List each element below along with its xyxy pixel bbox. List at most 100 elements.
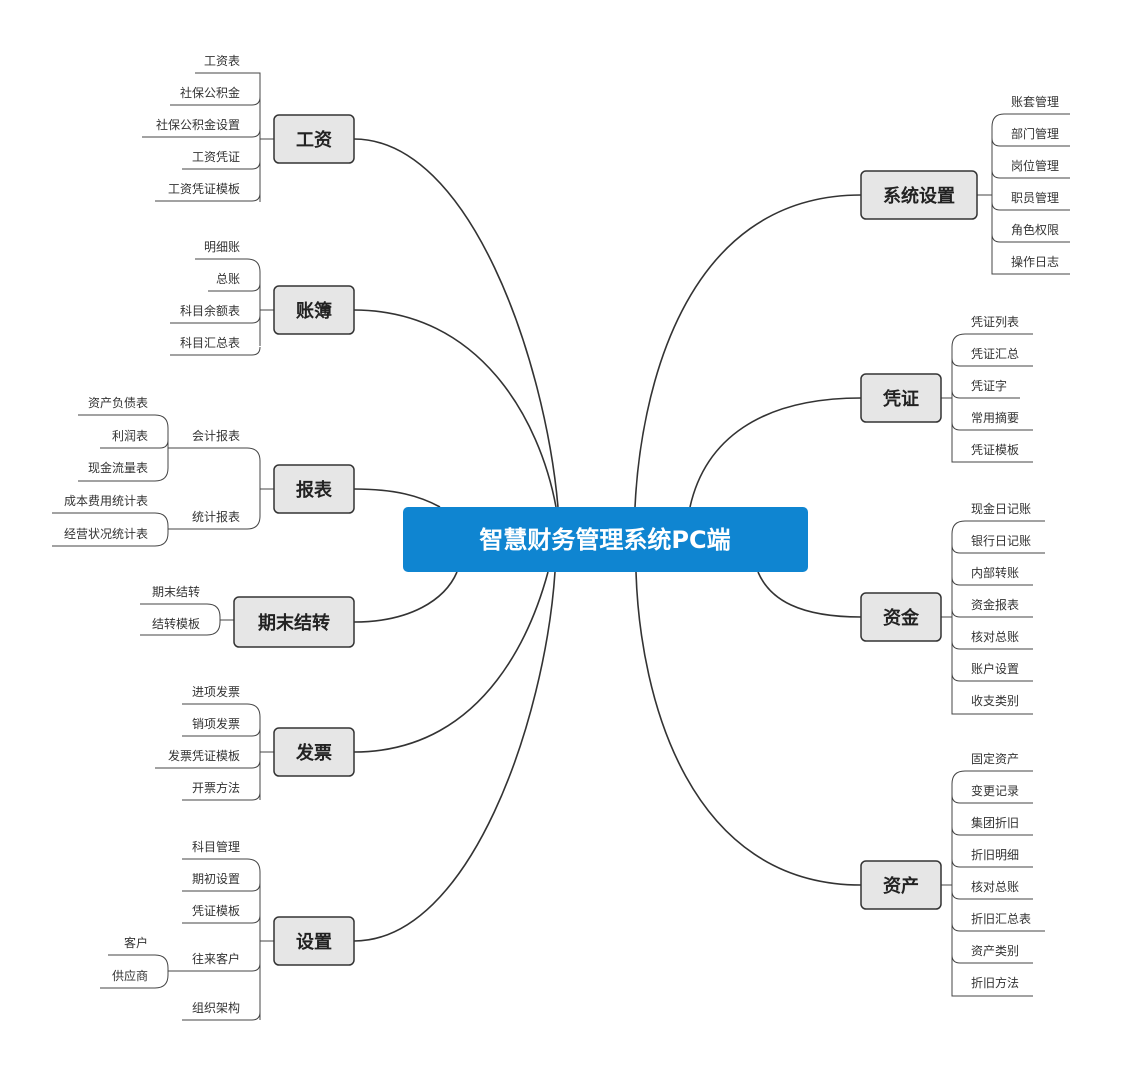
leaf-shezhi-2[interactable]: 期初设置	[192, 872, 240, 886]
leaf-baobiao-1[interactable]: 资产负债表	[88, 396, 148, 410]
leaf-shezhi-kehu[interactable]: 客户	[124, 935, 148, 950]
leaf-gongzi-4[interactable]: 工资凭证	[192, 149, 240, 164]
leaf-fapiao-4[interactable]: 开票方法	[192, 780, 240, 795]
leaf-pingzheng-2[interactable]: 凭证汇总	[971, 346, 1019, 361]
leaf-fapiao-2[interactable]: 销项发票	[192, 716, 240, 731]
branch-zijin: 现金日记账 银行日记账 内部转账 资金报表 核对总账 账户设置 收支类别 资金	[860, 501, 1045, 715]
branch-fapiao: 进项发票 销项发票 发票凭证模板 开票方法 发票	[155, 684, 355, 801]
topic-zichan[interactable]: 资产	[860, 860, 942, 910]
connector-fapiao	[353, 571, 549, 753]
topic-baobiao[interactable]: 报表	[273, 464, 355, 514]
branch-baobiao: 会计报表 统计报表 资产负债表 利润表 现金流量表 成本费用统计表 经营状况统计…	[52, 396, 355, 547]
central-topic-title: 智慧财务管理系统PC端	[479, 526, 730, 554]
leaf-xitong-2[interactable]: 部门管理	[1011, 126, 1059, 141]
branch-qimo: 期末结转 结转模板 期末结转	[140, 584, 355, 648]
topic-pingzheng-label: 凭证	[882, 388, 919, 410]
leaf-zijin-3[interactable]: 内部转账	[971, 565, 1019, 580]
leaf-pingzheng-1[interactable]: 凭证列表	[971, 314, 1019, 329]
topic-baobiao-label: 报表	[296, 479, 333, 501]
topic-qimo-label: 期末结转	[258, 612, 330, 634]
topic-zijin[interactable]: 资金	[860, 592, 942, 642]
leaf-zijin-1[interactable]: 现金日记账	[971, 501, 1031, 516]
leaf-xitong-6[interactable]: 操作日志	[1011, 254, 1059, 269]
topic-zhangbu[interactable]: 账簿	[273, 285, 355, 335]
leaf-baobiao-4[interactable]: 成本费用统计表	[64, 494, 148, 508]
topic-qimo[interactable]: 期末结转	[233, 596, 355, 648]
leaf-baobiao-3[interactable]: 现金流量表	[88, 460, 148, 475]
leaf-baobiao-2[interactable]: 利润表	[112, 429, 148, 443]
leaf-pingzheng-4[interactable]: 常用摘要	[971, 410, 1019, 425]
leaf-gongzi-3[interactable]: 社保公积金设置	[156, 117, 240, 132]
branch-pingzheng: 凭证列表 凭证汇总 凭证字 常用摘要 凭证模板 凭证	[860, 314, 1033, 463]
leaf-baobiao-5[interactable]: 经营状况统计表	[64, 527, 148, 541]
leaf-zichan-5[interactable]: 核对总账	[971, 880, 1019, 894]
leaf-xitong-5[interactable]: 角色权限	[1011, 223, 1059, 237]
topic-xitong[interactable]: 系统设置	[860, 170, 978, 220]
gongzi-bracket	[247, 72, 261, 202]
leaf-zijin-2[interactable]: 银行日记账	[971, 534, 1031, 548]
topic-shezhi-label: 设置	[296, 932, 332, 953]
connector-zhangbu	[353, 309, 557, 508]
leaf-gongzi-5[interactable]: 工资凭证模板	[168, 181, 240, 196]
leaf-zichan-6[interactable]: 折旧汇总表	[971, 911, 1031, 926]
leaf-xitong-1[interactable]: 账套管理	[1011, 94, 1059, 109]
central-topic-box	[403, 507, 808, 572]
leaf-pingzheng-3[interactable]: 凭证字	[971, 378, 1007, 393]
leaf-zijin-4[interactable]: 资金报表	[971, 597, 1019, 612]
topic-pingzheng[interactable]: 凭证	[860, 373, 942, 423]
connector-pingzheng	[689, 397, 862, 508]
group-kuaiji-label[interactable]: 会计报表	[192, 428, 240, 443]
topic-zichan-label: 资产	[883, 875, 919, 897]
leaf-zijin-6[interactable]: 账户设置	[971, 661, 1019, 676]
leaf-qimo-1[interactable]: 期末结转	[152, 584, 200, 599]
topic-fapiao-label: 发票	[295, 742, 332, 764]
topic-xitong-label: 系统设置	[883, 185, 955, 207]
connector-xitong	[634, 194, 862, 508]
leaf-zhangbu-4[interactable]: 科目汇总表	[180, 336, 240, 350]
connector-shezhi	[353, 571, 556, 942]
leaf-qimo-2[interactable]: 结转模板	[152, 616, 200, 631]
leaf-xitong-3[interactable]: 岗位管理	[1011, 158, 1059, 173]
leaf-zichan-2[interactable]: 变更记录	[971, 783, 1019, 798]
leaf-zijin-5[interactable]: 核对总账	[971, 630, 1019, 644]
branch-zhangbu: 明细账 总账 科目余额表 科目汇总表 账簿	[170, 240, 355, 356]
branch-zichan: 固定资产 变更记录 集团折旧 折旧明细 核对总账 折旧汇总表 资产类别 折旧方法…	[860, 751, 1045, 997]
leaf-xitong-4[interactable]: 职员管理	[1011, 190, 1059, 205]
leaf-shezhi-3[interactable]: 凭证模板	[192, 903, 240, 918]
topic-zhangbu-label: 账簿	[296, 300, 332, 322]
topic-gongzi[interactable]: 工资	[273, 114, 355, 164]
leaf-zichan-7[interactable]: 资产类别	[971, 944, 1019, 958]
group-tongji-label[interactable]: 统计报表	[192, 509, 240, 524]
branch-xitong: 账套管理 部门管理 岗位管理 职员管理 角色权限 操作日志 系统设置	[860, 94, 1070, 275]
leaf-shezhi-4[interactable]: 往来客户	[192, 951, 240, 966]
leaf-gongzi-2[interactable]: 社保公积金	[180, 85, 240, 100]
leaf-zichan-8[interactable]: 折旧方法	[971, 975, 1019, 990]
leaf-zichan-4[interactable]: 折旧明细	[971, 847, 1019, 862]
leaf-pingzheng-5[interactable]: 凭证模板	[971, 442, 1019, 457]
topic-zijin-label: 资金	[883, 607, 920, 629]
leaf-shezhi-5[interactable]: 组织架构	[192, 1000, 240, 1015]
connector-qimo	[353, 571, 458, 623]
main-connectors	[353, 138, 862, 942]
leaf-zichan-3[interactable]: 集团折旧	[971, 815, 1019, 830]
leaf-zhangbu-3[interactable]: 科目余额表	[180, 303, 240, 318]
connector-zijin	[757, 571, 862, 618]
connector-baobiao	[353, 488, 441, 508]
leaf-zhangbu-1[interactable]: 明细账	[204, 240, 240, 254]
branch-gongzi: 工资表 社保公积金 社保公积金设置 工资凭证 工资凭证模板 工资	[142, 54, 355, 202]
topic-fapiao[interactable]: 发票	[273, 727, 355, 777]
branch-shezhi: 科目管理 期初设置 凭证模板 往来客户 组织架构 客户 供应商 设置	[100, 839, 355, 1021]
leaf-gongzi-1[interactable]: 工资表	[204, 54, 240, 68]
topic-shezhi[interactable]: 设置	[273, 916, 355, 966]
topic-gongzi-label: 工资	[296, 129, 332, 151]
central-topic[interactable]: 智慧财务管理系统PC端	[403, 507, 808, 572]
leaf-zhangbu-2[interactable]: 总账	[216, 272, 240, 286]
connector-gongzi	[353, 138, 559, 508]
leaf-fapiao-1[interactable]: 进项发票	[192, 684, 240, 699]
leaf-fapiao-3[interactable]: 发票凭证模板	[168, 748, 240, 763]
leaf-shezhi-1[interactable]: 科目管理	[192, 839, 240, 854]
leaf-shezhi-gongyingshang[interactable]: 供应商	[112, 968, 148, 983]
leaf-zichan-1[interactable]: 固定资产	[971, 751, 1019, 766]
leaf-zijin-7[interactable]: 收支类别	[971, 694, 1019, 708]
